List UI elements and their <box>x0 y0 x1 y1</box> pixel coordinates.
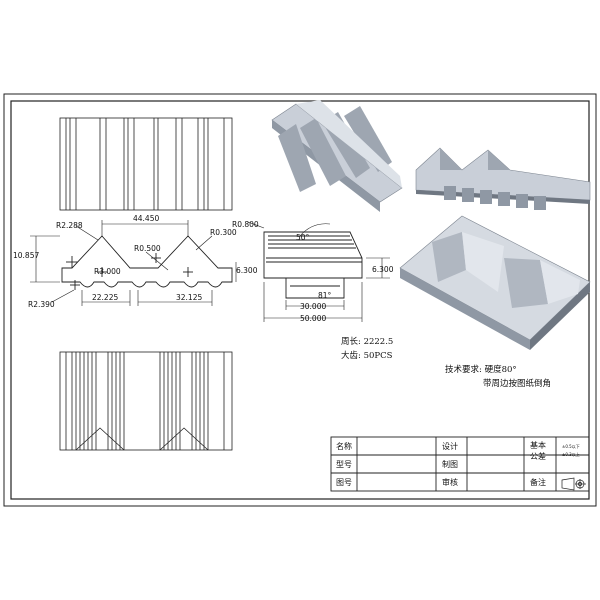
tech-req-line1: 技术要求: 硬度80° <box>445 364 517 375</box>
outer-border <box>3 93 597 507</box>
tb-tolerance-label: 公差 <box>530 451 546 461</box>
tb-remarks-label: 备注 <box>530 477 546 487</box>
spec-perimeter: 周长: 2222.5 <box>341 336 393 347</box>
side-view-dimension-lines <box>247 221 390 322</box>
dim-span-22225: 22.225 <box>92 293 118 302</box>
tb-tol-small-2: ±0.3以上 <box>562 451 580 457</box>
profile-dimension-lines <box>30 220 237 306</box>
render-top-view <box>271 100 403 212</box>
inner-border <box>10 100 590 500</box>
dim-r-0300: R0.300 <box>210 228 237 237</box>
title-block <box>330 436 590 492</box>
render-side-iso <box>415 147 591 210</box>
dim-r-root: R3.000 <box>94 267 121 276</box>
dim-pitch-top: 44.450 <box>133 214 159 223</box>
dim-thickness-right: 6.300 <box>372 265 394 274</box>
tech-req-line2: 带周边按图纸倒角 <box>483 378 551 389</box>
dim-r-2390: R2.390 <box>28 300 55 309</box>
dim-r-tooth-tip: R2.288 <box>56 221 83 230</box>
dim-width-50: 50.000 <box>300 314 326 323</box>
dim-width-30: 30.000 <box>300 302 326 311</box>
tb-basic-label: 基本 <box>530 440 546 450</box>
tb-design-label: 设计 <box>442 441 458 451</box>
tb-drafting-label: 制图 <box>442 459 458 469</box>
bottom-view <box>59 351 233 451</box>
tb-review-label: 审核 <box>442 477 458 487</box>
side-view <box>263 231 363 299</box>
dim-angle-81: 81° <box>318 291 332 300</box>
dim-r-0800: R0.800 <box>232 220 259 229</box>
dim-span-32125: 32.125 <box>176 293 202 302</box>
tb-drawing-no-label: 图号 <box>336 478 352 487</box>
dim-height-total: 10.857 <box>13 251 39 260</box>
top-view <box>59 117 233 211</box>
tb-tol-small-1: ±0.5以下 <box>562 444 580 449</box>
projection-symbol-icon <box>561 477 586 491</box>
dim-angle-50: 50° <box>296 233 310 242</box>
dim-thickness-left: 6.300 <box>236 266 258 275</box>
tb-model-label: 型号 <box>336 460 352 469</box>
render-bottom-iso <box>399 215 591 350</box>
tb-name-label: 名称 <box>336 441 352 451</box>
spec-teeth: 大齿: 50PCS <box>341 350 393 361</box>
profile-view <box>61 235 233 290</box>
dim-r-0500: R0.500 <box>134 244 161 253</box>
